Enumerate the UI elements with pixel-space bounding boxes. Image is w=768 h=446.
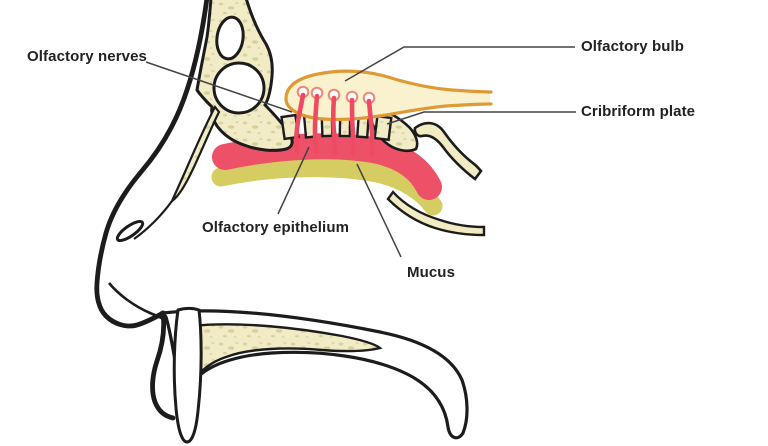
olfactory-nerve-fiber xyxy=(366,98,375,157)
olfactory-nerve-fibers xyxy=(293,92,375,157)
label-olfactory-epithelium: Olfactory epithelium xyxy=(202,219,350,236)
olfactory-nerve-fiber xyxy=(293,92,306,155)
nasal-bone xyxy=(169,105,221,205)
label-mucus: Mucus xyxy=(407,264,456,281)
cribriform-plate xyxy=(280,110,393,142)
olfactory-bulb-shape xyxy=(286,71,490,120)
leader-line-olfactory-bulb xyxy=(344,46,575,82)
sphenoid-bone-upper-band xyxy=(413,121,483,181)
leader-line-olfactory-nerves xyxy=(145,61,293,113)
frontal-sinus-lower xyxy=(212,61,266,115)
leader-line-cribriform-plate xyxy=(386,111,576,125)
upper-lip-line xyxy=(150,310,176,421)
label-cribriform-plate: Cribriform plate xyxy=(581,103,696,120)
olfactory-nerve-fiber xyxy=(349,97,356,157)
nostril-inner-line xyxy=(108,282,164,321)
label-olfactory-nerves: Olfactory nerves xyxy=(27,48,147,65)
lateral-cartilage-line xyxy=(133,200,173,240)
tip-cartilage xyxy=(115,219,145,243)
glomeruli xyxy=(296,85,376,105)
frontal-sinus-upper xyxy=(215,15,245,61)
label-olfactory-bulb: Olfactory bulb xyxy=(581,38,685,55)
olfactory-bulb-outline-bottom xyxy=(284,97,493,122)
sphenoid-bone-lower-band xyxy=(386,190,486,237)
cribriform-plate-block xyxy=(373,114,393,142)
olfactory-nerve-fiber xyxy=(330,95,338,156)
leader-line-mucus xyxy=(356,163,402,258)
olfactory-nerve-fiber xyxy=(312,93,320,155)
leader-lines xyxy=(145,46,576,258)
leader-line-olfactory-epithelium xyxy=(277,146,310,215)
tooth xyxy=(172,307,203,444)
nose-profile-line xyxy=(94,0,210,329)
olfactory-bulb-outline-top xyxy=(284,69,493,101)
